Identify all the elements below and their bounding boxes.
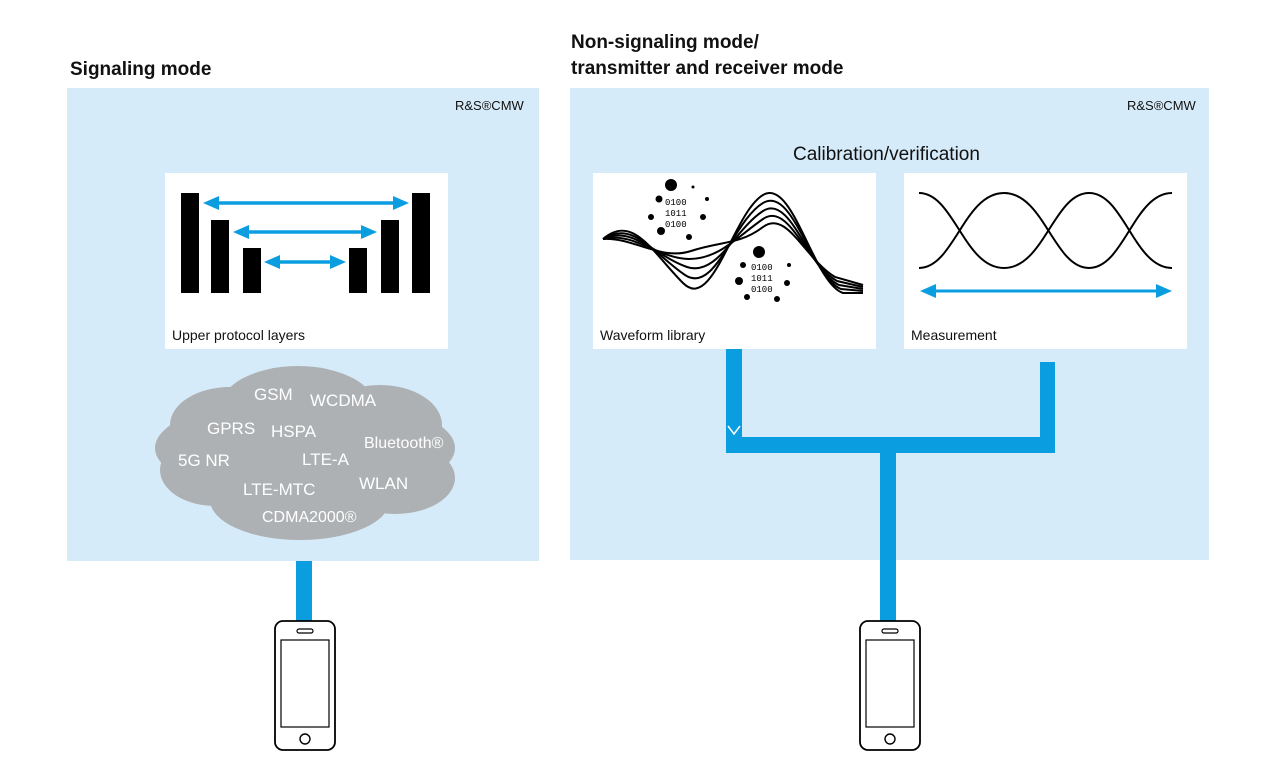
binary-line-2: 1011 <box>665 209 687 219</box>
non-signaling-heading-line2: transmitter and receiver mode <box>571 58 844 79</box>
binary-line-6: 0100 <box>751 285 773 295</box>
cloud-item-gsm: GSM <box>254 385 293 404</box>
measurement-card: Measurement <box>904 173 1187 349</box>
signaling-mode-heading: Signaling mode <box>70 59 212 80</box>
cloud-item-bluetooth: Bluetooth® <box>364 435 444 452</box>
waveform-icon: 0100 1011 0100 0100 1011 0100 <box>602 179 864 302</box>
cloud-item-5g-nr: 5G NR <box>178 451 230 470</box>
non-signaling-heading-line1: Non-signaling mode/ <box>571 32 759 53</box>
left-brand-label: R&S®CMW <box>455 98 524 113</box>
cloud-item-hspa: HSPA <box>271 422 317 441</box>
cloud-item-gprs: GPRS <box>207 419 256 438</box>
cloud-item-wcdma: WCDMA <box>310 391 377 410</box>
measurement-eye-icon <box>918 191 1173 298</box>
non-signaling-mode-heading: Non-signaling mode/ transmitter and rece… <box>571 30 843 82</box>
binary-line-4: 0100 <box>751 263 773 273</box>
waveform-library-label: Waveform library <box>600 327 706 343</box>
upper-protocol-layers-label: Upper protocol layers <box>172 327 306 343</box>
cloud-item-lte-a: LTE-A <box>302 450 349 469</box>
smartphone-icon <box>859 620 921 751</box>
binary-line-5: 1011 <box>751 274 773 284</box>
binary-line-1: 0100 <box>665 198 687 208</box>
measurement-label: Measurement <box>911 327 997 343</box>
calibration-title: Calibration/verification <box>793 144 980 165</box>
protocol-layers-icon <box>181 193 430 293</box>
waveform-connector <box>726 349 742 452</box>
smartphone-icon <box>274 620 336 751</box>
waveform-library-card: 0100 1011 0100 0100 1011 0100 Waveform l… <box>593 173 876 349</box>
left-device-connector <box>296 561 312 621</box>
horizontal-connector <box>726 437 1055 453</box>
right-device-connector <box>880 453 896 621</box>
cloud-item-wlan: WLAN <box>359 474 409 493</box>
cloud-item-lte-mtc: LTE-MTC <box>243 480 316 499</box>
measurement-connector <box>1040 362 1055 452</box>
binary-line-3: 0100 <box>665 220 687 230</box>
cloud-item-cdma2000: CDMA2000® <box>262 509 357 526</box>
right-brand-label: R&S®CMW <box>1127 98 1196 113</box>
upper-protocol-layers-card: Upper protocol layers <box>165 173 448 349</box>
